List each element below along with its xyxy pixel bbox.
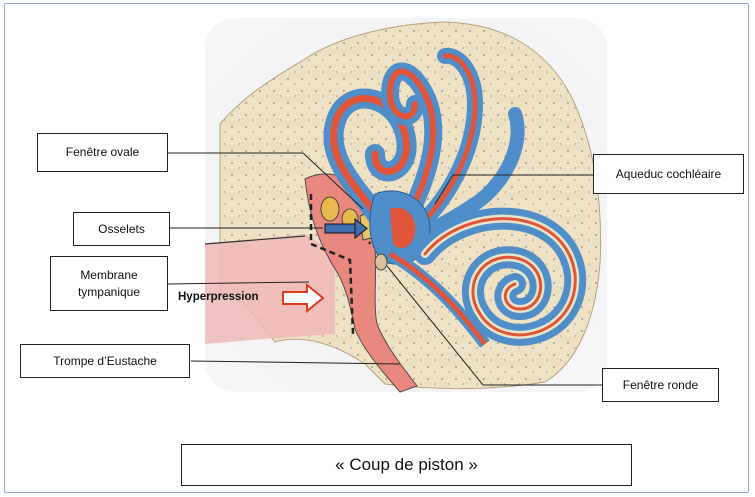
inner-ear-illustration — [5, 4, 749, 493]
label-fenetre-ovale-text: Fenêtre ovale — [66, 144, 139, 160]
label-aqueduc-cochleaire-text: Aqueduc cochléaire — [616, 166, 721, 182]
label-membrane-line1: Membrane — [80, 267, 137, 283]
label-membrane-line2: tympanique — [78, 284, 140, 300]
label-osselets: Osselets — [73, 212, 170, 246]
label-fenetre-ovale: Fenêtre ovale — [37, 133, 168, 172]
label-trompe-eustache: Trompe d’Eustache — [20, 344, 190, 378]
label-osselets-text: Osselets — [98, 221, 145, 237]
label-fenetre-ronde: Fenêtre ronde — [602, 368, 719, 402]
label-aqueduc-cochleaire: Aqueduc cochléaire — [593, 154, 744, 194]
diagram-frame: Fenêtre ovale Osselets Membrane tympaniq… — [4, 3, 749, 493]
label-trompe-eustache-text: Trompe d’Eustache — [53, 353, 157, 369]
label-hyperpression: Hyperpression — [178, 291, 259, 303]
caption-text: « Coup de piston » — [335, 455, 478, 475]
label-fenetre-ronde-text: Fenêtre ronde — [623, 377, 698, 393]
ossicle-malleus — [321, 197, 339, 221]
round-window — [375, 254, 387, 270]
label-membrane-tympanique: Membrane tympanique — [50, 256, 168, 311]
caption-box: « Coup de piston » — [181, 444, 632, 486]
ear-canal — [205, 234, 335, 344]
